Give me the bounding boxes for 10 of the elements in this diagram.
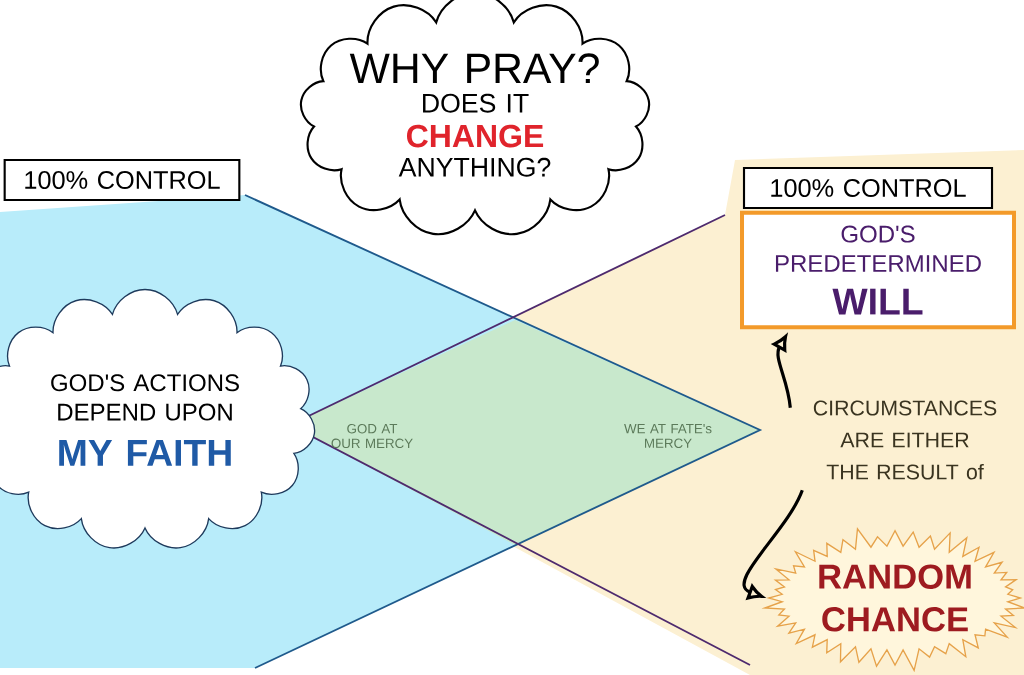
label-box: 100% CONTROL: [3, 158, 241, 202]
curved-arrow: [772, 335, 792, 408]
curved-arrow: [742, 489, 804, 600]
region-label: WE AT FATE's MERCY: [624, 424, 712, 448]
label-box: 100% CONTROL: [742, 166, 994, 210]
region-label: GOD AT OUR MERCY: [331, 423, 413, 449]
thought-cloud: GOD'S ACTIONS DEPEND UPON MY FAITH: [0, 288, 316, 549]
thought-cloud: WHY PRAY? DOES IT CHANGE ANYTHING?: [299, 0, 651, 236]
starburst: RANDOM CHANCE: [761, 527, 1024, 673]
caption-text: CIRCUMSTANCES ARE EITHER THE RESULT of: [813, 400, 997, 480]
